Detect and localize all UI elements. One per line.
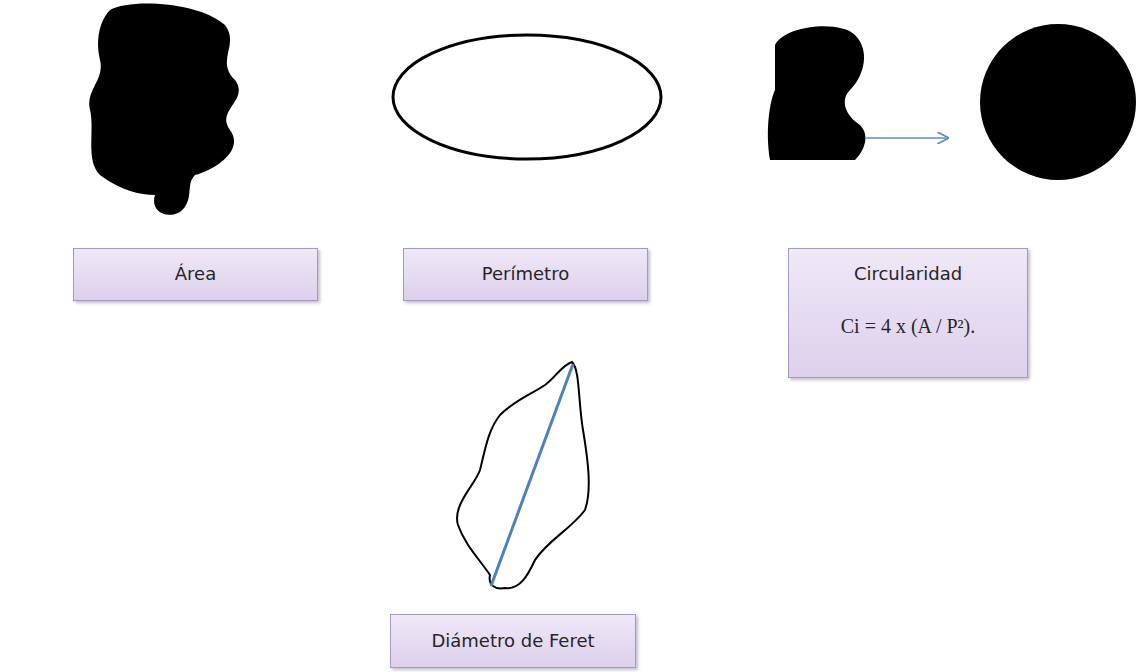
- circle-shape: [980, 24, 1136, 180]
- label-text: Perímetro: [482, 263, 569, 286]
- area-blob: [89, 3, 239, 214]
- label-text: Área: [175, 263, 216, 286]
- irregular-blob: [768, 26, 866, 160]
- transform-arrow: [866, 137, 948, 138]
- label-text: Circularidad: [854, 263, 962, 286]
- label-text: Diámetro de Feret: [431, 630, 594, 653]
- label-box: Perímetro: [403, 248, 648, 301]
- label-box: Área: [73, 248, 318, 301]
- formula-text: Ci = 4 x (A / P²).: [841, 314, 976, 339]
- label-box: Diámetro de Feret: [390, 614, 636, 668]
- perimeter-ellipse: [393, 35, 661, 159]
- feret-diameter-line: [491, 364, 573, 586]
- feret-outline: [457, 362, 589, 588]
- formula-box: Circularidad Ci = 4 x (A / P²).: [788, 248, 1028, 378]
